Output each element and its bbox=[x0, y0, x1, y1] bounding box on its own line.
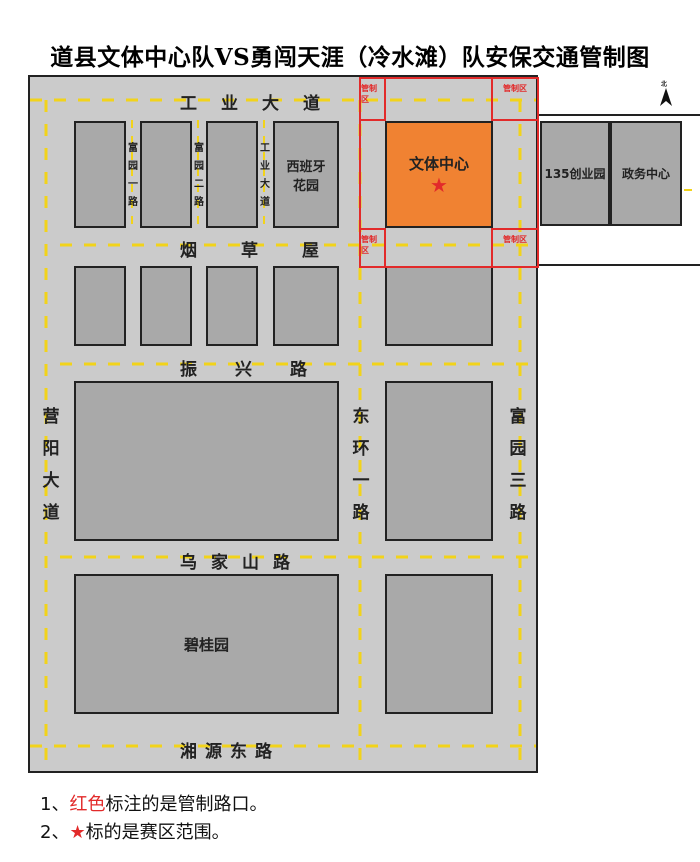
block-r2-1 bbox=[74, 266, 126, 346]
block-r1-3 bbox=[206, 121, 258, 228]
legend-1-prefix: 1、 bbox=[40, 794, 70, 815]
block-r3-1 bbox=[74, 381, 339, 541]
legend-line-2: 2、★标的是赛区范围。 bbox=[40, 818, 230, 844]
legend-1-text: 标注的是管制路口。 bbox=[105, 794, 268, 815]
wenti-center-label: 文体中心 bbox=[408, 155, 469, 173]
legend-line-1: 1、红色标注的是管制路口。 bbox=[40, 790, 267, 816]
block-r2-5 bbox=[385, 266, 493, 346]
block-wenti-center: 文体中心 ★ bbox=[385, 121, 493, 228]
block-chuangye: 135创业园 bbox=[540, 121, 610, 226]
road-label-zhenxing: 振兴路 bbox=[180, 360, 345, 380]
zhengwu-label: 政务中心 bbox=[621, 167, 670, 181]
road-label-gongye: 工业大道 bbox=[180, 94, 344, 114]
north-label: 北 bbox=[661, 81, 668, 88]
road-label-yingyang: 营阳大道 bbox=[42, 407, 60, 523]
xibanya-label-1: 西班牙 bbox=[286, 159, 326, 175]
control-zone-label: 管制区 bbox=[503, 84, 527, 93]
north-arrow-icon bbox=[660, 88, 672, 106]
road-label-fuyuan2: 富园二路 bbox=[194, 143, 204, 208]
road-label-fuyuan1: 富园一路 bbox=[128, 143, 138, 208]
block-r2-3 bbox=[206, 266, 258, 346]
control-zone-outline bbox=[359, 77, 539, 268]
biguiyuan-label: 碧桂园 bbox=[183, 635, 229, 654]
road-label-wujiashan: 乌家山路 bbox=[180, 553, 304, 573]
legend-2-prefix: 2、 bbox=[40, 822, 70, 843]
block-r1-1 bbox=[74, 121, 126, 228]
star-icon: ★ bbox=[430, 173, 448, 197]
legend-1-red: 红色 bbox=[69, 794, 106, 815]
legend-star-icon: ★ bbox=[69, 822, 86, 843]
block-r4-2 bbox=[385, 574, 493, 714]
control-zone-label: 管制区 bbox=[361, 84, 377, 104]
map-title: 道县文体中心队VS勇闯天涯（冷水滩）队安保交通管制图 bbox=[50, 44, 650, 71]
road-label-fuyuan3: 富园三路 bbox=[509, 407, 527, 523]
xibanya-label-2: 花园 bbox=[292, 178, 319, 194]
block-zhengwu: 政务中心 bbox=[610, 121, 682, 226]
chuangye-label: 135创业园 bbox=[544, 167, 606, 181]
road-label-yancaowu: 烟草屋 bbox=[180, 241, 363, 261]
road-label-donghuan1: 东环一路 bbox=[352, 407, 370, 523]
legend-2-text: 标的是赛区范围。 bbox=[85, 822, 230, 843]
control-zone-label: 管制区 bbox=[503, 235, 527, 244]
block-biguiyuan: 碧桂园 bbox=[74, 574, 339, 714]
block-r2-2 bbox=[140, 266, 192, 346]
block-r2-4 bbox=[273, 266, 339, 346]
road-label-xiangyuan-east: 湘源东路 bbox=[180, 742, 280, 762]
road-label-gongye-small: 工业大道 bbox=[260, 143, 270, 208]
block-r3-2 bbox=[385, 381, 493, 541]
block-xibanya-garden: 西班牙 花园 bbox=[273, 121, 339, 228]
block-r1-2 bbox=[140, 121, 192, 228]
control-zone-label: 管制区 bbox=[361, 235, 377, 255]
